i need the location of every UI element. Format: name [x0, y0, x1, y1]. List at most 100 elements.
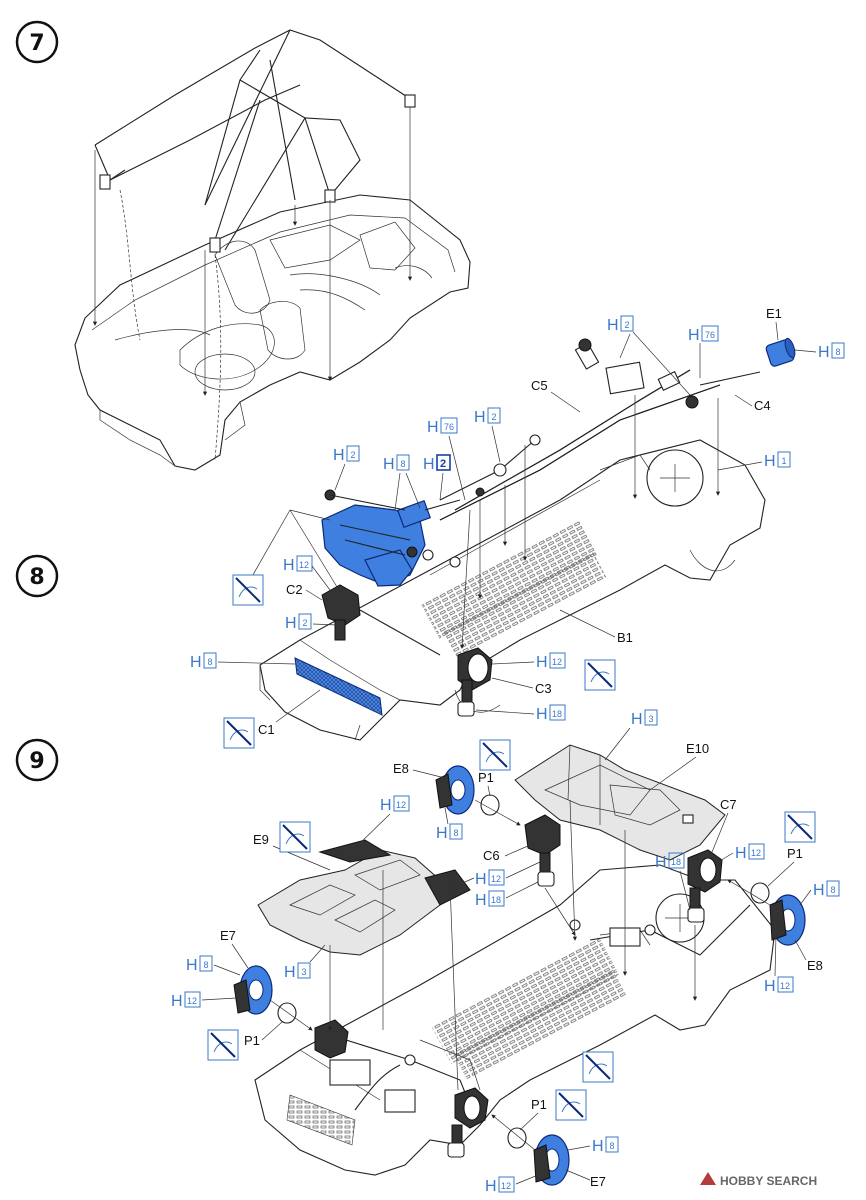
- paint-h8-e8r: H 8: [813, 880, 840, 899]
- paint-h12-e8r: H 12: [764, 976, 794, 995]
- svg-text:H: H: [186, 957, 198, 974]
- svg-text:HOBBY SEARCH: HOBBY SEARCH: [720, 1174, 817, 1188]
- svg-text:12: 12: [751, 848, 761, 858]
- svg-text:H: H: [427, 419, 439, 436]
- paint-h18-c6: H 18: [475, 890, 505, 909]
- svg-text:H: H: [436, 825, 448, 842]
- paint-h2-link: H 2: [474, 407, 501, 426]
- watermark-logo-icon: [700, 1172, 716, 1185]
- svg-text:76: 76: [705, 330, 715, 340]
- svg-text:18: 18: [491, 895, 501, 905]
- svg-text:8: 8: [203, 960, 208, 970]
- hub-front-right: [447, 1087, 489, 1158]
- svg-text:2: 2: [302, 618, 307, 628]
- svg-text:E8: E8: [393, 761, 409, 776]
- svg-text:H: H: [607, 317, 619, 334]
- svg-text:H: H: [474, 409, 486, 426]
- step9-arrows: [269, 799, 771, 1151]
- paint-h8-e7l: H 8: [186, 955, 213, 974]
- svg-text:1: 1: [781, 456, 786, 466]
- svg-text:8: 8: [453, 828, 458, 838]
- svg-text:12: 12: [187, 996, 197, 1006]
- spacer-p1: [277, 794, 770, 1149]
- svg-text:H: H: [284, 964, 296, 981]
- paint-h8-e8l: H 8: [436, 823, 463, 842]
- svg-text:H: H: [171, 993, 183, 1010]
- svg-text:C7: C7: [720, 797, 737, 812]
- hub-c6: [524, 814, 561, 887]
- svg-text:E7: E7: [590, 1174, 606, 1189]
- paint-h2-c2: H 2: [285, 613, 312, 632]
- svg-text:H: H: [423, 456, 435, 473]
- paint-h8-tank: H 8: [383, 454, 410, 473]
- svg-text:H: H: [485, 1178, 497, 1195]
- svg-text:H: H: [764, 978, 776, 995]
- grille-mesh-c1: [294, 657, 383, 716]
- floor-pan-b1: [259, 439, 766, 741]
- svg-text:H: H: [592, 1138, 604, 1155]
- step8-callouts: E1 C4 C5 C2 C1 C3 B1 H 2 H 76: [190, 306, 845, 737]
- svg-text:7: 7: [29, 31, 44, 56]
- svg-text:2: 2: [350, 450, 355, 460]
- paint-h8-c1: H 8: [190, 652, 217, 671]
- svg-text:C3: C3: [535, 681, 552, 696]
- svg-text:8: 8: [830, 885, 835, 895]
- undertray-e9: [257, 839, 471, 1091]
- floor-pan-step9: [254, 864, 776, 1176]
- svg-text:P1: P1: [244, 1033, 260, 1048]
- svg-text:P1: P1: [787, 846, 803, 861]
- paint-h76-mid: H 76: [427, 417, 458, 436]
- step9-callouts: E8 P1 C6 E10 C7 P1 E8 E9 E7 P1 P1 E7: [171, 709, 840, 1195]
- roll-cage: [94, 29, 416, 253]
- svg-text:3: 3: [648, 714, 653, 724]
- svg-text:8: 8: [400, 459, 405, 469]
- svg-text:3: 3: [301, 967, 306, 977]
- hub-front-left: [314, 1019, 349, 1059]
- step-8: 8: [15, 306, 845, 749]
- paint-h12-c6: H 12: [475, 869, 505, 888]
- svg-text:H: H: [631, 711, 643, 728]
- brake-disc-e7-left: [233, 965, 273, 1015]
- step-9: 9: [15, 709, 840, 1195]
- no-glue-icon: [582, 1051, 614, 1083]
- no-glue-icon: [479, 739, 511, 771]
- svg-text:H: H: [688, 327, 700, 344]
- step7-arrows: [92, 107, 413, 461]
- no-glue-icon: [784, 811, 816, 843]
- svg-text:12: 12: [491, 874, 501, 884]
- step-number-9: 9: [15, 738, 59, 782]
- exhaust-pipe-c5: [439, 338, 761, 521]
- svg-text:2: 2: [491, 412, 496, 422]
- svg-text:E1: E1: [766, 306, 782, 321]
- svg-text:H: H: [818, 344, 830, 361]
- paint-h12-e7r: H 12: [485, 1176, 515, 1195]
- svg-text:2: 2: [624, 320, 629, 330]
- paint-h18-c7: H 18: [655, 852, 685, 871]
- step-number-7: 7: [15, 20, 59, 64]
- svg-text:H: H: [475, 871, 487, 888]
- svg-text:12: 12: [299, 560, 309, 570]
- paint-h2-left: H 2: [333, 445, 360, 464]
- svg-text:H: H: [536, 654, 548, 671]
- paint-h12-c2: H 12: [283, 555, 313, 574]
- svg-text:12: 12: [552, 657, 562, 667]
- car-body-shell: [74, 194, 471, 471]
- svg-text:C5: C5: [531, 378, 548, 393]
- svg-text:E7: E7: [220, 928, 236, 943]
- blue-tank-assembly: [321, 489, 461, 587]
- svg-text:B1: B1: [617, 630, 633, 645]
- svg-text:12: 12: [396, 800, 406, 810]
- svg-text:H: H: [655, 854, 667, 871]
- brake-disc-e8-left: [435, 765, 475, 815]
- muffler-tip-e1: [765, 337, 796, 367]
- paint-h18-c3: H 18: [536, 704, 566, 723]
- watermark: HOBBY SEARCH: [700, 1172, 817, 1188]
- svg-text:P1: P1: [531, 1097, 547, 1112]
- no-glue-icon: [223, 717, 255, 749]
- svg-text:C6: C6: [483, 848, 500, 863]
- svg-text:H: H: [536, 706, 548, 723]
- paint-h8-e1: H 8: [818, 342, 845, 361]
- svg-text:8: 8: [835, 347, 840, 357]
- brake-disc-e7-right: [533, 1134, 570, 1186]
